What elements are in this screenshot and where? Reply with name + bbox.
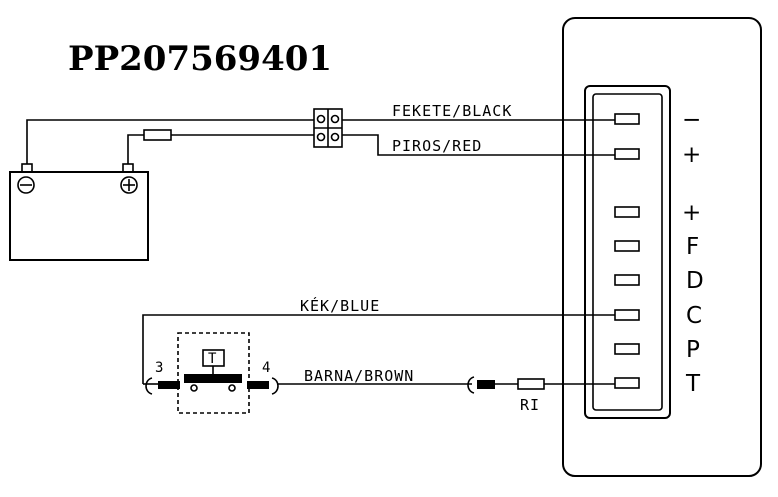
switch-housing [177, 332, 250, 414]
diagram-title: PP207569401 [68, 39, 332, 79]
connector-pin-2 [614, 148, 640, 160]
battery-negative-symbol-icon [17, 176, 35, 194]
battery-negative-post [21, 163, 33, 173]
terminal-connector-block [313, 108, 343, 148]
black-wire-battery-side [26, 119, 314, 164]
pin-label-p: P [686, 337, 700, 363]
blue-wire [142, 314, 615, 384]
fuse [143, 129, 172, 141]
switch-contact-right [228, 384, 236, 392]
red-wire-label: PIROS/RED [392, 137, 482, 155]
pin-label-f: F [686, 234, 699, 260]
connector-pin-8 [614, 377, 640, 389]
connector-pin-7 [614, 343, 640, 355]
switch-contact-left [190, 384, 198, 392]
battery-positive-symbol-icon [120, 176, 138, 194]
connector-block-inner [592, 93, 663, 411]
terminal-4-plug [247, 381, 269, 389]
connector-pin-4 [614, 240, 640, 252]
pin-label-plus-2: + [682, 200, 701, 226]
battery [9, 171, 149, 261]
terminal-4-label: 4 [262, 360, 270, 376]
pin-label-d: D [686, 268, 704, 294]
terminal-3-label: 3 [155, 360, 163, 376]
terminal-3-plug [158, 381, 180, 389]
connector-block-outer [584, 85, 671, 419]
connector-pin-5 [614, 274, 640, 286]
terminal-4-socket [271, 377, 279, 395]
brown-wire-socket [467, 376, 475, 394]
pin-label-t: T [685, 371, 701, 397]
red-wire [342, 134, 615, 156]
connector-pin-1 [614, 113, 640, 125]
connector-pin-3 [614, 206, 640, 218]
red-wire-battery-side [127, 134, 144, 164]
pin-label-c: C [686, 303, 702, 329]
battery-positive-post [122, 163, 134, 173]
resistor-label: RI [520, 396, 540, 414]
switch-contact-bar [184, 374, 242, 383]
brown-wire-plug [477, 380, 495, 389]
connector-pin-6 [614, 309, 640, 321]
switch-t-label: T [208, 351, 217, 367]
terminal-3-socket [145, 377, 153, 395]
resistor [517, 378, 545, 390]
black-wire-label: FEKETE/BLACK [392, 102, 512, 120]
pin-label-plus-1: + [682, 142, 701, 168]
brown-wire-label: BARNA/BROWN [304, 367, 414, 385]
pin-label-minus: − [682, 107, 701, 133]
control-unit-housing [562, 17, 762, 477]
blue-wire-label: KÉK/BLUE [300, 296, 380, 315]
